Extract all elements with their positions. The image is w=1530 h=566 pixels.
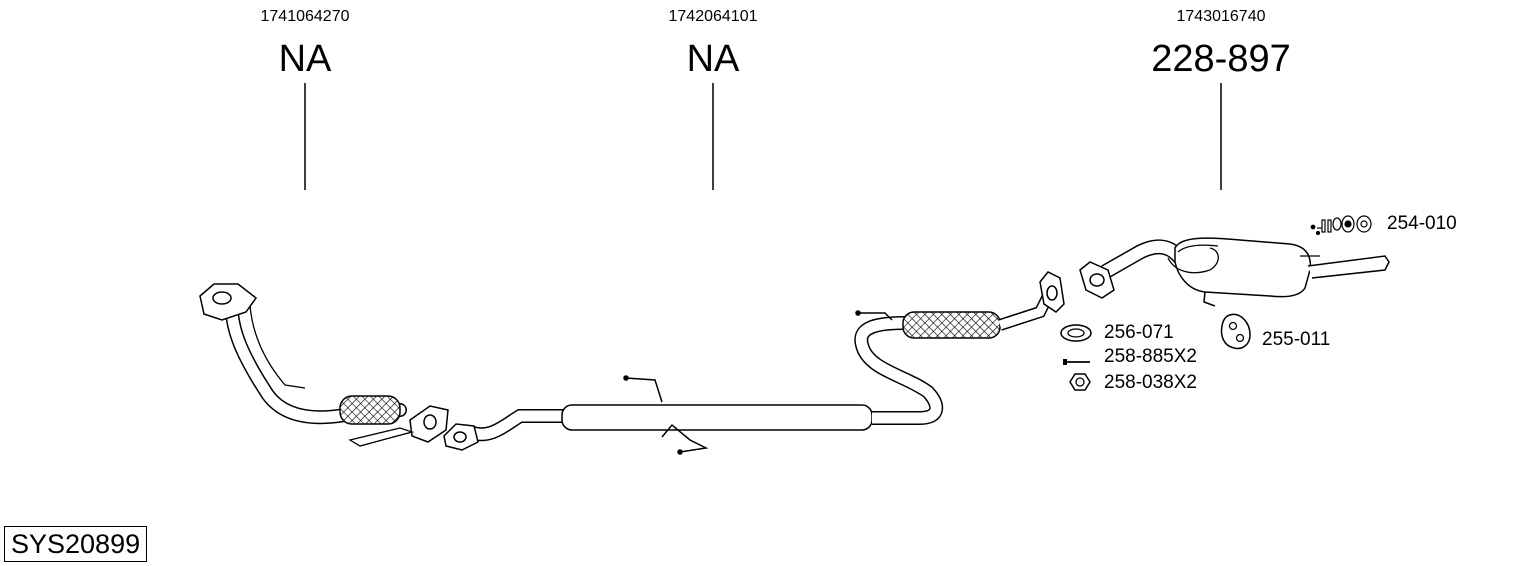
mounting-kit-icon[interactable] [1310, 215, 1372, 236]
gasket-icon[interactable] [1060, 324, 1092, 342]
rear-silencer-inlet-flange [1079, 261, 1115, 299]
kit-label-bolt[interactable]: 258-885X2 [1104, 346, 1197, 367]
bolt-icon[interactable] [1063, 359, 1090, 365]
rubber-hanger-icon[interactable] [1220, 313, 1251, 350]
part-1-oem-number: 1741064270 [260, 8, 350, 25]
system-code-box: SYS20899 [4, 526, 148, 562]
rear-silencer[interactable] [1079, 237, 1390, 307]
part-3-oem-number: 1743016740 [1176, 8, 1266, 25]
middle-silencer [561, 404, 873, 431]
system-code: SYS20899 [11, 529, 141, 559]
front-pipe-inlet-flange [199, 283, 258, 321]
part-1-reference[interactable]: NA [278, 38, 332, 80]
part-2-oem-number: 1742064101 [668, 8, 758, 25]
centre-pipe-hangers [623, 310, 893, 455]
centre-pipe-inlet-flange [443, 423, 479, 451]
centre-flex-joint [902, 311, 1001, 339]
kit-label-rubber-hanger[interactable]: 255-011 [1262, 329, 1331, 350]
part-2-reference[interactable]: NA [686, 38, 740, 80]
nut-icon[interactable] [1069, 373, 1091, 391]
centre-pipe-outlet-flange [1039, 271, 1065, 313]
kit-label-nut[interactable]: 258-038X2 [1104, 372, 1197, 393]
kit-label-mounting[interactable]: 254-010 [1387, 213, 1457, 234]
part-3-reference[interactable]: 228-897 [1151, 38, 1291, 80]
centre-pipe[interactable] [443, 271, 1065, 455]
front-pipe-outlet-flange [409, 405, 449, 443]
front-flex-joint [339, 395, 401, 425]
front-pipe[interactable] [199, 283, 449, 447]
kit-label-gasket[interactable]: 256-071 [1104, 322, 1174, 343]
